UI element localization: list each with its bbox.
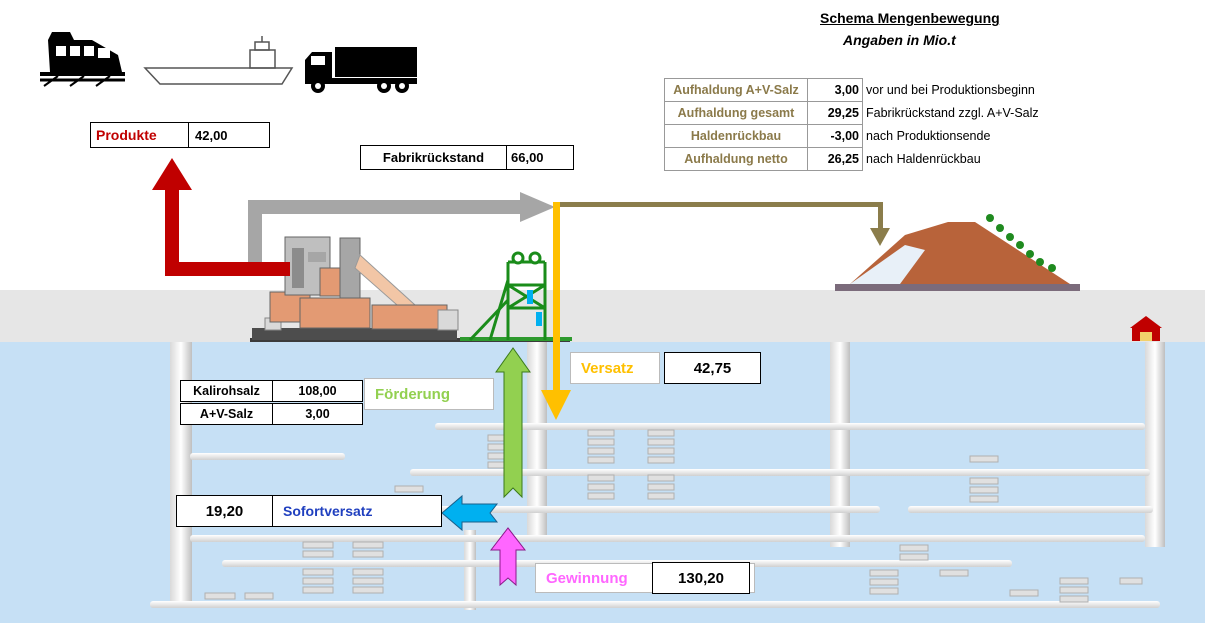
kalirohsalz-label: Kalirohsalz — [181, 381, 273, 401]
av-salz-box: A+V-Salz 3,00 — [180, 403, 363, 425]
truck-icon — [305, 47, 417, 93]
versatz-value-box: 42,75 — [664, 352, 761, 384]
rueckstand-arrow — [248, 192, 555, 262]
headframe-icon — [468, 251, 547, 342]
row-note: nach Produktionsende — [866, 129, 991, 143]
row-label: Haldenrückbau — [664, 124, 808, 148]
gewinnung-label: Gewinnung — [546, 569, 628, 587]
sofortversatz-box: 19,20 Sofortversatz — [176, 495, 442, 527]
gewinnung-value: 130,20 — [678, 569, 724, 587]
surface-band — [0, 290, 1205, 342]
gewinnung-value-box: 130,20 — [652, 562, 750, 594]
ship-icon — [143, 36, 294, 85]
produkte-box: Produkte 42,00 — [90, 122, 270, 148]
shelter-icon — [1130, 316, 1162, 341]
gewinnung-arrow — [489, 527, 527, 587]
factory-icon — [252, 236, 459, 340]
table-row: Aufhaldung A+V-Salz 3,00 vor und bei Pro… — [664, 78, 1043, 102]
ore-stacks — [204, 429, 1143, 603]
row-note: vor und bei Produktionsbeginn — [866, 83, 1035, 97]
row-note: Fabrikrückstand zzgl. A+V-Salz — [866, 106, 1039, 120]
produkte-value: 42,00 — [195, 127, 228, 143]
row-value: 26,25 — [807, 147, 863, 171]
sofortversatz-arrow — [441, 494, 499, 532]
versatz-value: 42,75 — [693, 359, 732, 377]
sofortversatz-value: 19,20 — [177, 496, 273, 526]
diagram-title: Schema Mengenbewegung — [820, 10, 1000, 26]
kalirohsalz-value: 108,00 — [298, 384, 337, 398]
fabrikrueckstand-value: 66,00 — [511, 150, 544, 165]
row-value: -3,00 — [807, 124, 863, 148]
row-label: Aufhaldung gesamt — [664, 101, 808, 125]
av-salz-label: A+V-Salz — [181, 404, 273, 424]
produkte-label: Produkte — [91, 123, 189, 147]
row-value: 29,25 — [807, 101, 863, 125]
train-icon — [40, 32, 125, 87]
row-note: nach Haldenrückbau — [866, 152, 981, 166]
tailings-pile-icon — [835, 214, 1080, 291]
foerderung-box: Förderung — [364, 378, 494, 410]
row-label: Aufhaldung netto — [664, 147, 808, 171]
table-row: Aufhaldung netto 26,25 nach Haldenrückba… — [664, 147, 1043, 171]
fabrikrueckstand-box: Fabrikrückstand 66,00 — [360, 145, 574, 170]
kalirohsalz-box: Kalirohsalz 108,00 — [180, 380, 363, 402]
av-salz-value: 3,00 — [305, 407, 330, 421]
table-row: Aufhaldung gesamt 29,25 Fabrikrückstand … — [664, 101, 1043, 125]
diagram-subtitle: Angaben in Mio.t — [843, 32, 956, 48]
row-value: 3,00 — [807, 78, 863, 102]
versatz-label: Versatz — [581, 359, 634, 377]
summary-table: Aufhaldung A+V-Salz 3,00 vor und bei Pro… — [664, 78, 1043, 171]
fabrikrueckstand-label: Fabrikrückstand — [361, 146, 507, 169]
produkte-arrow — [152, 158, 290, 276]
row-label: Aufhaldung A+V-Salz — [664, 78, 808, 102]
sofortversatz-label: Sofortversatz — [283, 503, 373, 519]
versatz-label-box: Versatz — [570, 352, 660, 384]
versatz-arrow — [541, 202, 571, 420]
foerderung-arrow — [495, 347, 531, 499]
halde-arrow — [556, 202, 890, 246]
table-row: Haldenrückbau -3,00 nach Produktionsende — [664, 124, 1043, 148]
foerderung-label: Förderung — [375, 385, 450, 403]
